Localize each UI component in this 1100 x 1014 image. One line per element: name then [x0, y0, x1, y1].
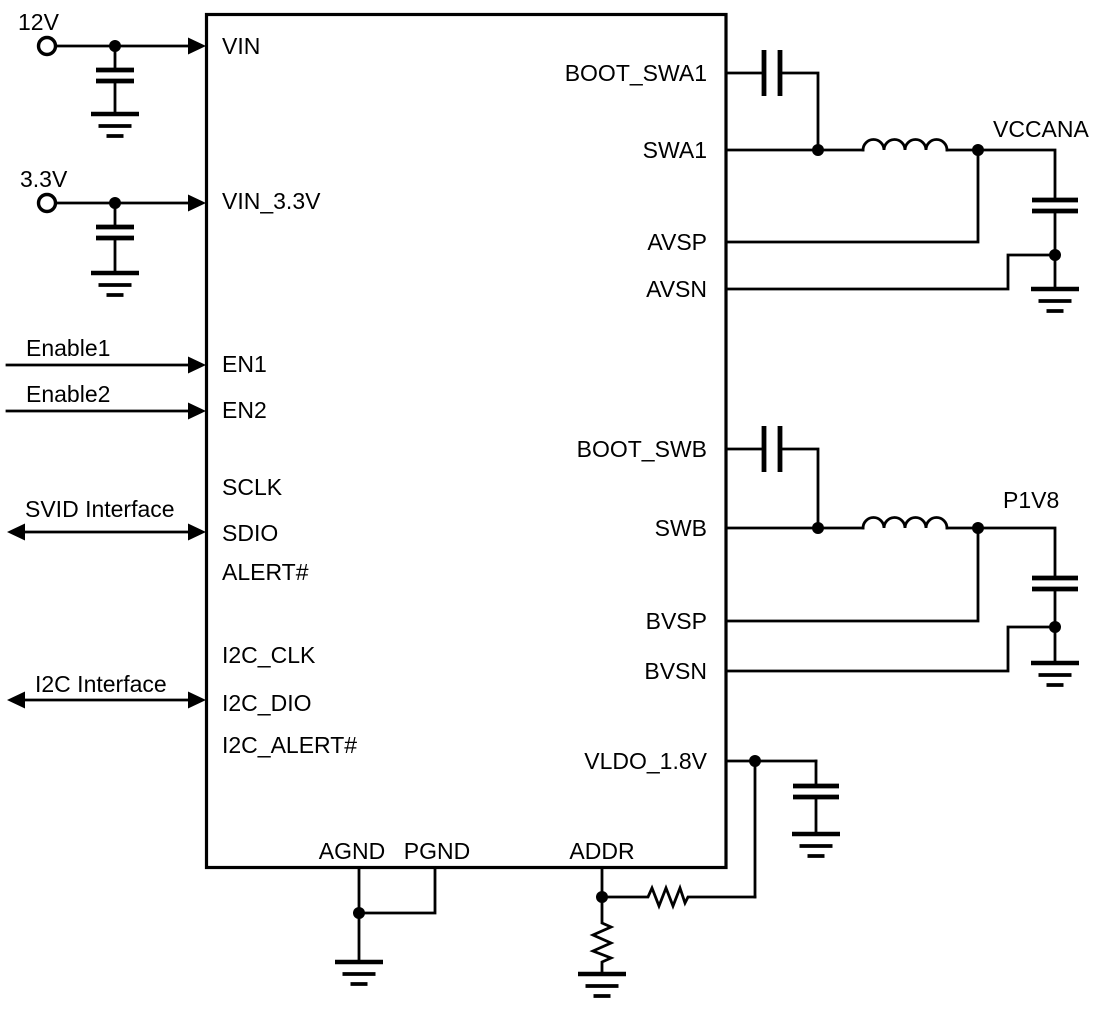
junction-dot	[812, 144, 824, 156]
arrowhead-svid-left	[7, 523, 25, 541]
supply-3v3-input: 3.3V	[20, 166, 206, 297]
ground-symbol-agnd-pgnd	[335, 959, 383, 986]
pin-label-boot-swb: BOOT_SWB	[577, 436, 707, 462]
wire-boot-to-swa1	[780, 71, 820, 152]
arrowhead-i2c-right	[188, 691, 206, 709]
net-label-vccana: VCCANA	[993, 116, 1090, 142]
pin-label-i2c-alert: I2C_ALERT#	[222, 732, 357, 758]
wire-avsp	[724, 148, 980, 244]
resistor-symbol-addr-pulldown	[589, 895, 615, 974]
wire-bvsn	[724, 625, 1057, 673]
capacitor-symbol-12v	[96, 67, 134, 84]
pin-label-bvsn: BVSN	[644, 658, 707, 684]
pin-label-swa1: SWA1	[643, 137, 707, 163]
terminal-circle-12v	[36, 35, 58, 57]
arrowhead-en2	[188, 402, 206, 420]
pin-label-vin-3v3: VIN_3.3V	[222, 188, 321, 214]
pin-label-sclk: SCLK	[222, 474, 283, 500]
supply-12v-input: 12V	[18, 9, 206, 138]
wire-bvsp	[724, 526, 980, 623]
capacitor-symbol-p1v8	[1032, 575, 1078, 592]
resistor-symbol-addr-pullup	[600, 883, 757, 910]
ground-symbol-vldo	[792, 831, 840, 858]
terminal-circle-3v3	[36, 192, 58, 214]
pin-label-boot-swa1: BOOT_SWA1	[565, 60, 707, 86]
capacitor-symbol-vccana	[1032, 197, 1078, 214]
wire-avsn	[724, 253, 1057, 291]
i2c-interface-label: I2C Interface	[35, 671, 167, 697]
net-label-3v3: 3.3V	[20, 166, 68, 192]
pin-label-pgnd: PGND	[404, 838, 470, 864]
pin-label-avsp: AVSP	[647, 229, 707, 255]
ic-body-outline	[204, 12, 728, 870]
arrowhead-svid-right	[188, 523, 206, 541]
pin-label-en2: EN2	[222, 397, 267, 423]
enable1-label: Enable1	[26, 335, 110, 361]
junction-dot	[812, 522, 824, 534]
pin-label-avsn: AVSN	[646, 276, 707, 302]
wire-pgnd	[357, 866, 437, 915]
capacitor-symbol-vldo	[793, 783, 839, 800]
arrowhead-i2c-left	[7, 691, 25, 709]
enable2-input: Enable2	[5, 381, 206, 420]
pin-label-swb: SWB	[655, 515, 707, 541]
pin-label-addr: ADDR	[569, 838, 634, 864]
capacitor-symbol-boot-swb	[761, 426, 783, 472]
junction-dot	[353, 907, 365, 919]
capacitor-symbol-boot-swa1	[761, 50, 783, 96]
svid-interface-label: SVID Interface	[25, 496, 175, 522]
inductor-symbol-swa1	[861, 138, 949, 152]
ground-symbol-p1v8	[1031, 660, 1079, 687]
enable2-label: Enable2	[26, 381, 110, 407]
pin-label-sdio: SDIO	[222, 520, 278, 546]
arrowhead-en1	[188, 356, 206, 374]
ground-symbol-addr	[578, 971, 626, 998]
arrowhead-vin-3v3	[188, 194, 206, 212]
pin-label-vldo: VLDO_1.8V	[584, 748, 707, 774]
pin-label-en1: EN1	[222, 351, 267, 377]
pin-label-i2c-dio: I2C_DIO	[222, 690, 311, 716]
pin-label-vin: VIN	[222, 33, 260, 59]
net-label-p1v8: P1V8	[1003, 487, 1059, 513]
buck-a-network: VCCANA	[724, 50, 1090, 313]
net-label-12v: 12V	[18, 9, 60, 35]
svid-interface-bus: SVID Interface	[7, 496, 206, 541]
gnd-network	[335, 866, 437, 986]
pin-label-alert: ALERT#	[222, 559, 309, 585]
wire-boot-to-swb	[780, 447, 820, 530]
vldo-network	[724, 755, 840, 899]
pin-label-agnd: AGND	[319, 838, 385, 864]
i2c-interface-bus: I2C Interface	[7, 671, 206, 709]
ground-symbol-12v	[91, 111, 139, 138]
buck-b-network: P1V8	[724, 426, 1079, 687]
ground-symbol-3v3	[91, 270, 139, 297]
ground-symbol-vccana	[1031, 286, 1079, 313]
capacitor-symbol-3v3	[96, 224, 134, 241]
enable1-input: Enable1	[5, 335, 206, 374]
pin-label-bvsp: BVSP	[646, 608, 707, 634]
arrowhead-vin	[188, 37, 206, 55]
addr-network	[578, 866, 757, 998]
pin-label-i2c-clk: I2C_CLK	[222, 642, 316, 668]
inductor-symbol-swb	[861, 516, 949, 530]
